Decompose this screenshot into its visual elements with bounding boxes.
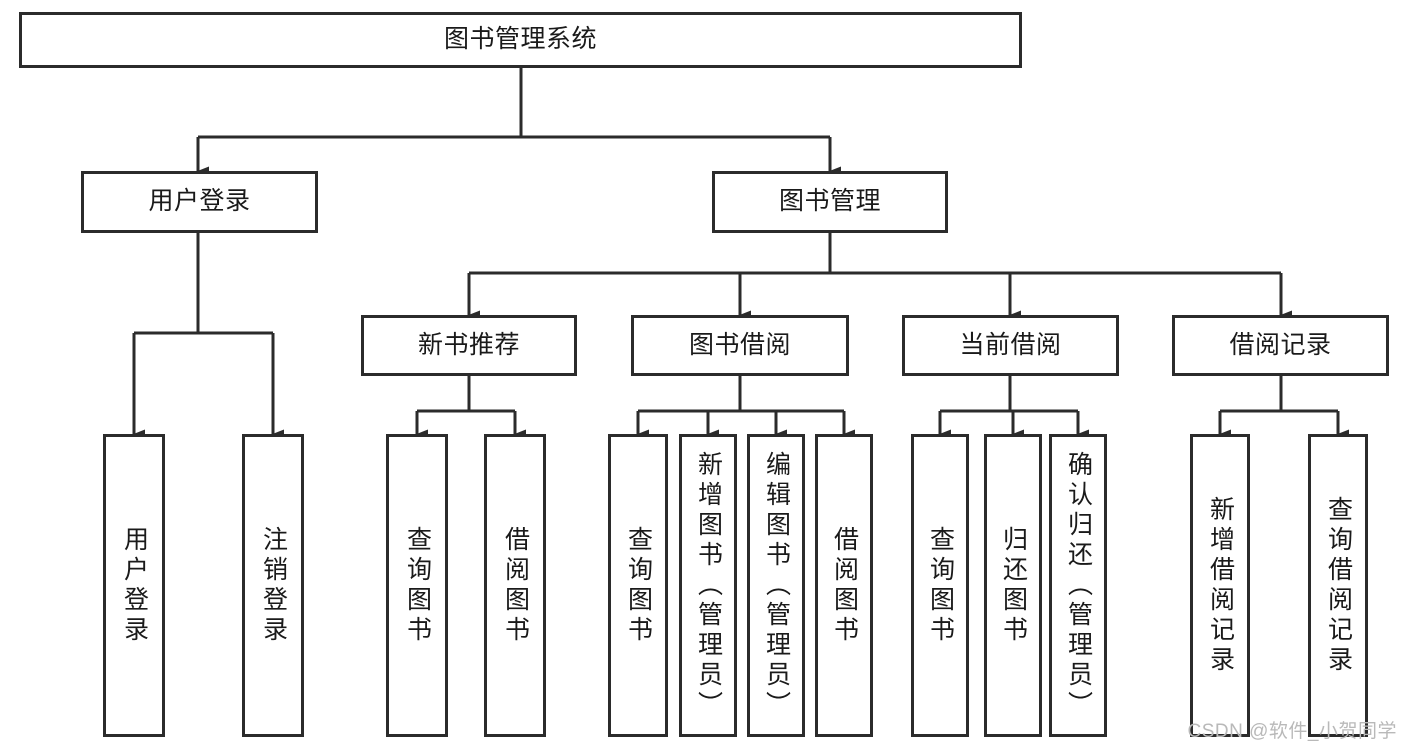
node-leaf-user-login-label: 用户登录 xyxy=(120,525,149,646)
node-leaf-add-book[interactable]: 新增图书（管理员） xyxy=(679,434,737,737)
node-leaf-query-book-2[interactable]: 查询图书 xyxy=(608,434,668,737)
node-leaf-confirm-return[interactable]: 确认归还（管理员） xyxy=(1049,434,1107,737)
node-new-book-recommend-label: 新书推荐 xyxy=(417,330,520,359)
node-leaf-add-record-label: 新增借阅记录 xyxy=(1206,495,1235,676)
node-borrow-record[interactable]: 借阅记录 xyxy=(1172,315,1389,376)
node-leaf-borrow-book-2-label: 借阅图书 xyxy=(830,525,859,646)
node-current-borrow[interactable]: 当前借阅 xyxy=(902,315,1119,376)
node-root[interactable]: 图书管理系统 xyxy=(19,12,1022,68)
node-leaf-query-book-3[interactable]: 查询图书 xyxy=(911,434,969,737)
node-leaf-query-record-label: 查询借阅记录 xyxy=(1324,495,1353,676)
node-leaf-edit-book-label: 编辑图书（管理员） xyxy=(762,450,791,721)
node-root-label: 图书管理系统 xyxy=(443,25,597,54)
node-leaf-logout[interactable]: 注销登录 xyxy=(242,434,304,737)
node-leaf-query-book-2-label: 查询图书 xyxy=(624,525,653,646)
node-leaf-return-book-label: 归还图书 xyxy=(999,525,1028,646)
node-leaf-user-login[interactable]: 用户登录 xyxy=(103,434,165,737)
node-leaf-borrow-book-2[interactable]: 借阅图书 xyxy=(815,434,873,737)
node-leaf-borrow-book-1-label: 借阅图书 xyxy=(501,525,530,646)
node-leaf-query-book-1[interactable]: 查询图书 xyxy=(386,434,448,737)
node-leaf-add-book-label: 新增图书（管理员） xyxy=(694,450,723,721)
node-user-login-label: 用户登录 xyxy=(148,187,251,216)
node-leaf-query-book-3-label: 查询图书 xyxy=(926,525,955,646)
node-leaf-confirm-return-label: 确认归还（管理员） xyxy=(1064,450,1093,721)
node-leaf-add-record[interactable]: 新增借阅记录 xyxy=(1190,434,1250,737)
node-book-manage[interactable]: 图书管理 xyxy=(712,171,948,233)
node-leaf-logout-label: 注销登录 xyxy=(259,525,288,646)
node-borrow-record-label: 借阅记录 xyxy=(1229,330,1332,359)
node-leaf-borrow-book-1[interactable]: 借阅图书 xyxy=(484,434,546,737)
node-leaf-query-record[interactable]: 查询借阅记录 xyxy=(1308,434,1368,737)
node-current-borrow-label: 当前借阅 xyxy=(959,330,1062,359)
node-book-borrow-label: 图书借阅 xyxy=(688,330,791,359)
node-new-book-recommend[interactable]: 新书推荐 xyxy=(361,315,577,376)
node-user-login[interactable]: 用户登录 xyxy=(81,171,318,233)
node-leaf-edit-book[interactable]: 编辑图书（管理员） xyxy=(747,434,805,737)
node-leaf-return-book[interactable]: 归还图书 xyxy=(984,434,1042,737)
node-book-borrow[interactable]: 图书借阅 xyxy=(631,315,849,376)
node-book-manage-label: 图书管理 xyxy=(778,187,881,216)
node-leaf-query-book-1-label: 查询图书 xyxy=(403,525,432,646)
